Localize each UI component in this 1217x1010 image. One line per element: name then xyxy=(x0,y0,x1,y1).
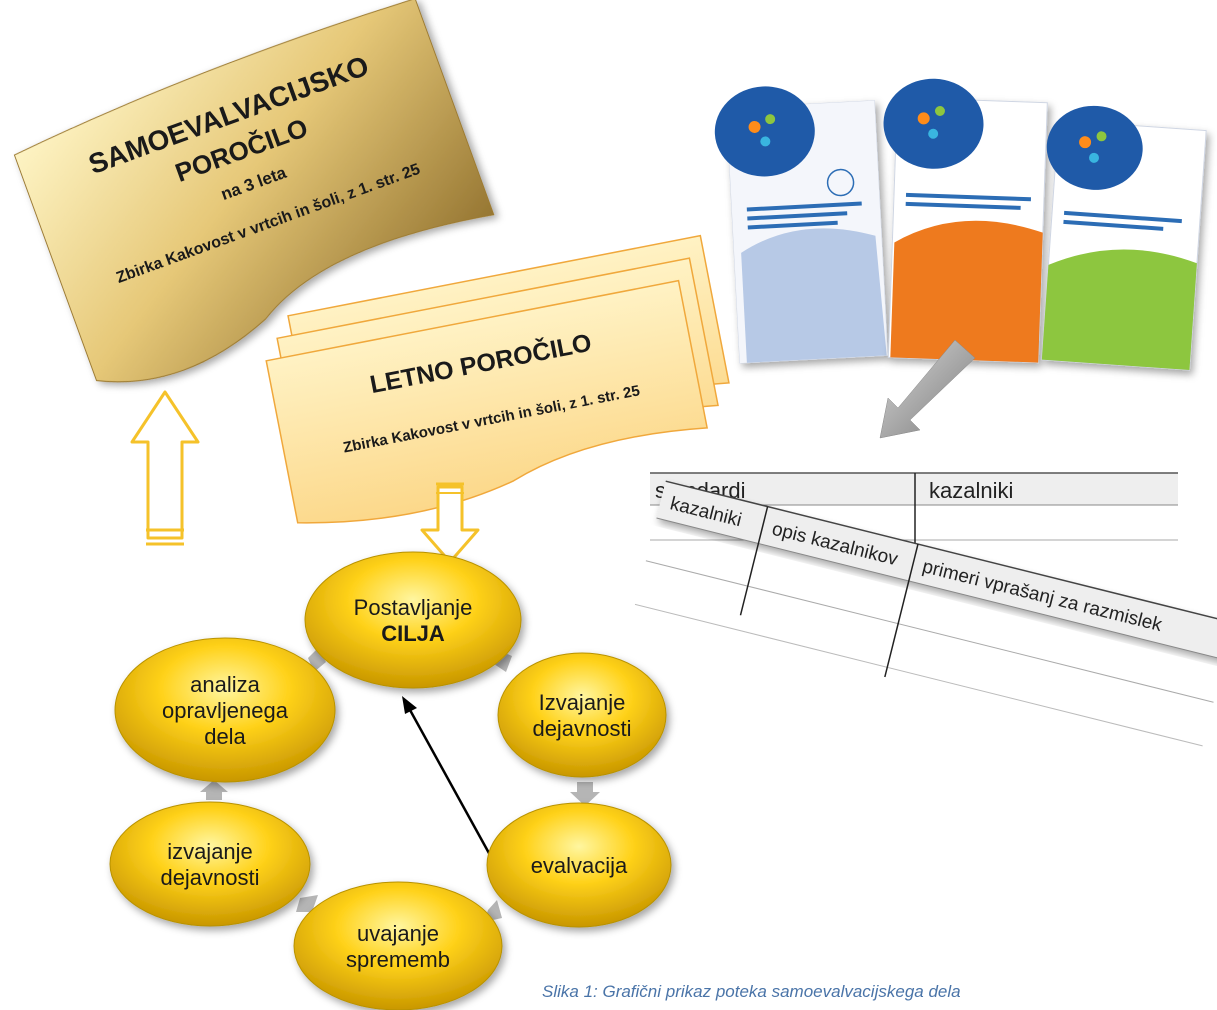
cycle-arrow-2-3 xyxy=(570,782,600,806)
book-3 xyxy=(1041,105,1207,371)
book-3-brand-blob xyxy=(1046,105,1143,190)
book-1-cover-shape xyxy=(741,228,887,363)
cycle-black-arrow-head xyxy=(402,696,417,714)
cycle-step-changes-ellipse xyxy=(293,881,503,1010)
book-3-cover-shape xyxy=(1041,249,1197,371)
cycle-step-evaluation-label-0: evalvacija xyxy=(531,853,628,878)
cycle-step-analysis-label-2: dela xyxy=(204,724,246,749)
cycle-step-activities-2-label-0: izvajanje xyxy=(167,839,253,864)
indicators-table: kazalniki opis kazalnikov primeri vpraša… xyxy=(634,480,1217,747)
cycle-step-activities-ellipse xyxy=(497,652,667,778)
book-1-brand-blob xyxy=(714,86,815,177)
cycle-step-evaluation-ellipse xyxy=(486,802,672,928)
cycle-step-set-goal-ellipse xyxy=(304,551,522,689)
cycle-step-analysis-label-0: analiza xyxy=(190,672,260,697)
figure-caption: Slika 1: Grafični prikaz poteka samoeval… xyxy=(542,982,961,1001)
down-outline-arrow xyxy=(420,485,480,564)
table-header-kazalniki: kazalniki xyxy=(929,478,1013,503)
cycle-step-set-goal-label-0: Postavljanje xyxy=(354,595,473,620)
cycle-step-set-goal-label-1: CILJA xyxy=(381,621,445,646)
cycle-diagram: PostavljanjeCILJAIzvajanjedejavnostieval… xyxy=(109,551,672,1010)
cycle-step-changes-label-0: uvajanje xyxy=(357,921,439,946)
book-2-brand-blob xyxy=(883,78,984,169)
annual-report-stack: LETNO POROČILO Zbirka Kakovost v vrtcih … xyxy=(265,234,730,524)
cycle-step-activities-2-ellipse xyxy=(109,801,311,927)
book-1 xyxy=(714,86,889,364)
up-outline-arrow xyxy=(130,390,200,540)
cycle-black-arrow-line xyxy=(408,709,492,856)
cycle-step-activities-label-0: Izvajanje xyxy=(539,690,626,715)
cycle-step-changes-label-1: sprememb xyxy=(346,947,450,972)
grey-down-arrow xyxy=(879,339,976,439)
cycle-step-activities-2-label-1: dejavnosti xyxy=(160,865,259,890)
cycle-step-analysis-ellipse xyxy=(114,637,336,783)
cycle-step-analysis-label-1: opravljenega xyxy=(162,698,289,723)
self-evaluation-banner-shape xyxy=(13,0,495,383)
cycle-step-evaluation: evalvacija xyxy=(486,802,672,928)
cycle-arrow-4-5 xyxy=(296,895,318,912)
book-2-cover-shape xyxy=(890,220,1043,363)
cycle-step-activities-label-1: dejavnosti xyxy=(532,716,631,741)
annual-report-front-sheet xyxy=(265,279,709,524)
cycle-arrow-5-6 xyxy=(200,780,228,800)
book-2 xyxy=(883,78,1048,364)
